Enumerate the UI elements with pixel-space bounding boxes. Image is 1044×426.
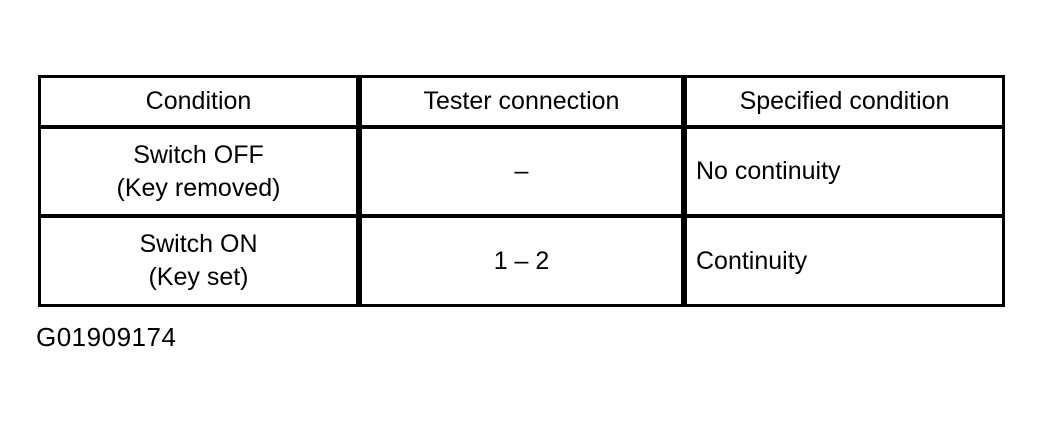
condition-line-1: Switch ON bbox=[139, 230, 258, 258]
specified-condition-cell: Continuity bbox=[687, 218, 1002, 304]
specified-condition-cell: No continuity bbox=[687, 129, 1002, 218]
tester-connection-value: – bbox=[514, 157, 529, 185]
continuity-spec-table: Condition Tester connection Specified co… bbox=[38, 75, 1005, 307]
figure-id-label: G01909174 bbox=[36, 322, 177, 352]
column-header-label: Tester connection bbox=[423, 87, 620, 115]
condition-cell: Switch ON (Key set) bbox=[41, 218, 362, 304]
condition-line-1: Switch OFF bbox=[133, 140, 264, 169]
specified-condition-value: No continuity bbox=[696, 157, 841, 185]
tester-connection-value: 1 – 2 bbox=[493, 246, 550, 275]
column-header-tester-connection: Tester connection bbox=[362, 78, 687, 129]
condition-cell: Switch OFF (Key removed) bbox=[41, 129, 362, 218]
tester-connection-cell: 1 – 2 bbox=[362, 218, 687, 304]
column-header-condition: Condition bbox=[41, 78, 362, 129]
specified-condition-value: Continuity bbox=[696, 246, 808, 275]
condition-line-2: (Key set) bbox=[148, 263, 249, 291]
tester-connection-cell: – bbox=[362, 129, 687, 218]
column-header-label: Condition bbox=[145, 87, 252, 115]
column-header-label: Specified condition bbox=[739, 87, 950, 115]
condition-line-2: (Key removed) bbox=[116, 173, 281, 202]
column-header-specified-condition: Specified condition bbox=[687, 78, 1002, 129]
